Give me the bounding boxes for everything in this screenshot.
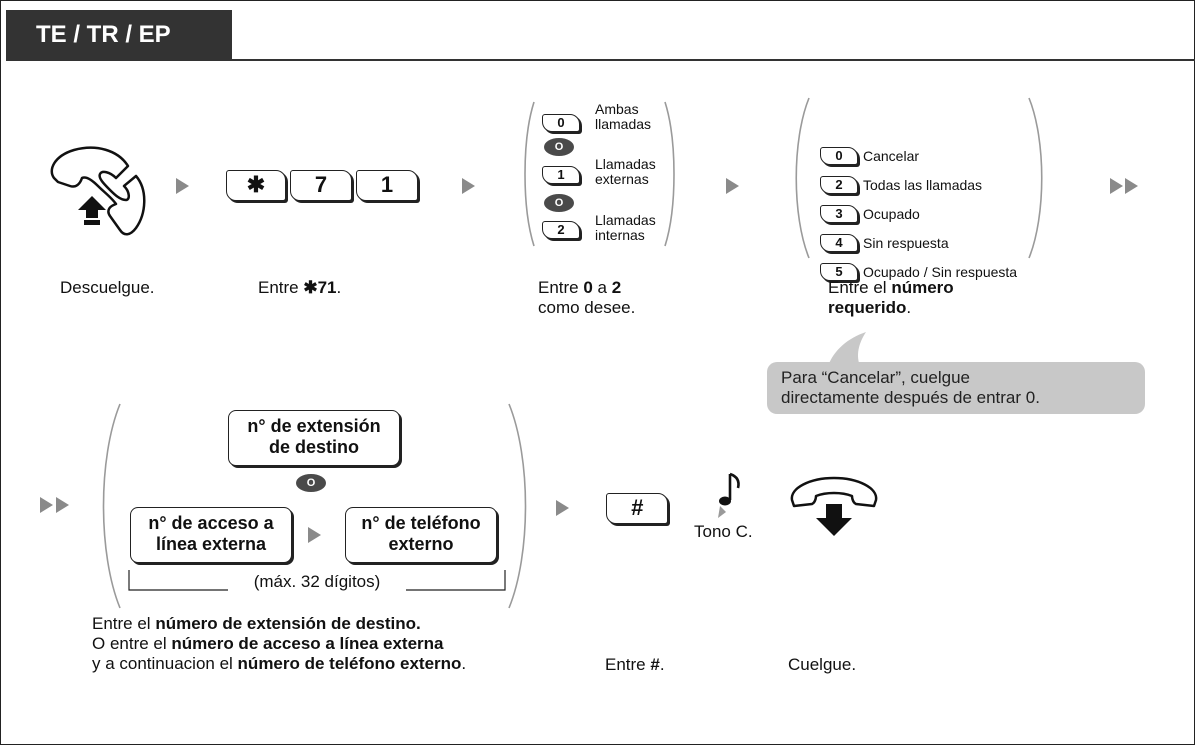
double-arrow <box>1125 178 1138 194</box>
key-star: ✱ <box>226 170 286 201</box>
digits-bracket <box>128 570 506 591</box>
option-label: Sin respuesta <box>863 235 949 251</box>
device-type-tab: TE / TR / EP <box>6 10 232 59</box>
header-rule <box>6 59 1195 61</box>
double-arrow <box>1110 178 1123 194</box>
or-badge: O <box>544 194 574 212</box>
key-3: 3 <box>820 205 858 223</box>
step2-caption: Entre ✱71. <box>258 278 342 297</box>
tone-label: Tono C. <box>694 522 753 541</box>
step-arrow <box>176 178 189 194</box>
or-badge: O <box>296 474 326 492</box>
step7-caption: Cuelgue. <box>788 655 857 674</box>
key-2: 2 <box>820 176 858 194</box>
right-paren <box>508 403 527 609</box>
option-label: Ocupado <box>863 206 920 222</box>
cancel-note: Para “Cancelar”, cuelgue directamente de… <box>767 362 1145 414</box>
step-arrow <box>462 178 475 194</box>
note-pointer <box>828 332 866 366</box>
music-note-icon <box>718 472 740 518</box>
double-arrow <box>40 497 53 513</box>
step3-caption: Entre 0 a 2 como desee. <box>538 278 636 317</box>
left-paren <box>524 101 535 247</box>
option-label: Ocupado / Sin respuesta <box>863 264 1018 280</box>
key-0: 0 <box>542 114 580 132</box>
left-paren <box>102 403 121 609</box>
option-label: Todas las llamadas <box>863 177 983 193</box>
left-paren <box>795 97 810 259</box>
off-hook-handset-icon <box>50 146 146 236</box>
step6-caption: Entre #. <box>605 655 665 674</box>
step1-caption: Descuelgue. <box>60 278 155 297</box>
double-arrow <box>56 497 69 513</box>
step-arrow <box>726 178 739 194</box>
key-1: 1 <box>542 166 580 184</box>
key-7: 7 <box>290 170 352 201</box>
step-arrow <box>556 500 569 516</box>
step-arrow <box>308 527 321 543</box>
key-2: 2 <box>542 221 580 239</box>
key-hash: # <box>606 493 668 524</box>
step4-caption: Entre el número requerido. <box>828 278 954 317</box>
key-4: 4 <box>820 234 858 252</box>
or-badge: O <box>544 138 574 156</box>
option-label: Cancelar <box>863 148 920 164</box>
on-hook-handset-icon <box>790 476 878 536</box>
step5-caption: Entre el número de extensión de destino.… <box>92 614 467 673</box>
right-paren <box>664 101 675 247</box>
max-digits-label: (máx. 32 dígitos) <box>253 572 381 591</box>
right-paren <box>1028 97 1043 259</box>
key-0: 0 <box>820 147 858 165</box>
key-5: 5 <box>820 263 858 281</box>
key-1: 1 <box>356 170 418 201</box>
